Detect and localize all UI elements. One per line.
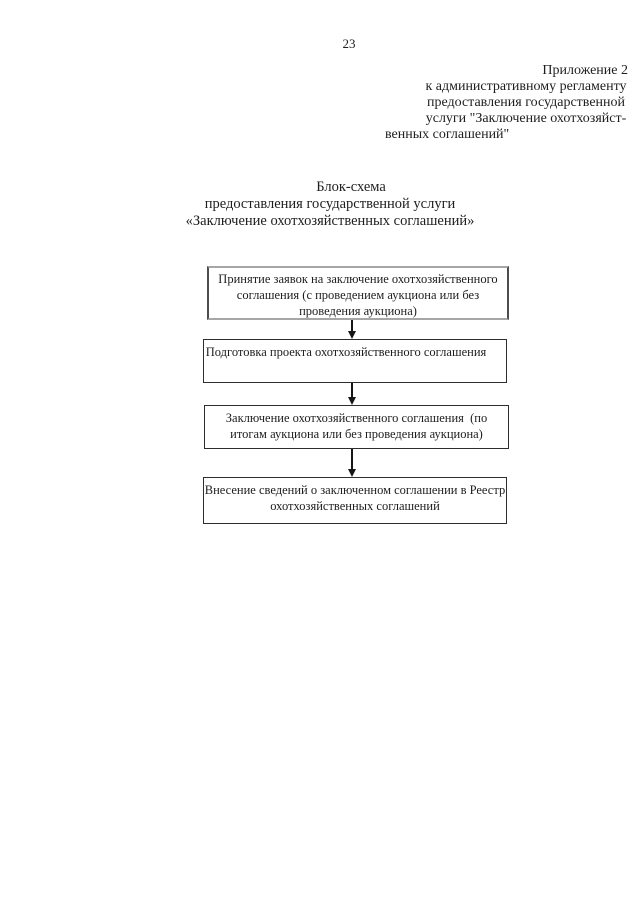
page-number: 23	[342, 36, 356, 51]
step-text-line: Подготовка проекта охотхозяйственного со…	[205, 345, 487, 359]
flowchart-step-draft-agreement: Подготовка проекта охотхозяйственного со…	[203, 339, 507, 383]
step-text-line: проведения аукциона)	[299, 304, 417, 318]
flow-arrow-3	[351, 449, 353, 470]
step-text-line: соглашения (с проведением аукциона или б…	[236, 288, 480, 302]
appendix-line: к административному регламенту	[425, 79, 627, 94]
flowchart-step-accept-applications: Принятие заявок на заключение охотхозяйс…	[207, 266, 509, 320]
flowchart-step-conclude-agreement: Заключение охотхозяйственного соглашения…	[204, 405, 509, 449]
flowchart-step-register-agreement: Внесение сведений о заключенном соглашен…	[203, 477, 507, 524]
appendix-block: Приложение 2 к административному регламе…	[378, 63, 630, 143]
step-text-line: итогам аукциона или без проведения аукци…	[230, 427, 483, 441]
arrow-down-icon	[347, 397, 356, 405]
title-line: «Заключение охотхозяйственных соглашений…	[185, 213, 475, 229]
flow-arrow-2	[351, 383, 353, 398]
arrow-down-icon	[347, 469, 356, 477]
appendix-line: венных соглашений"	[385, 127, 510, 142]
step-text-line: Внесение сведений о заключенном соглашен…	[204, 483, 506, 497]
step-text-line: Принятие заявок на заключение охотхозяйс…	[218, 272, 498, 286]
title-line: Блок-схема	[316, 179, 386, 195]
step-text-line: Заключение охотхозяйственного соглашения…	[225, 411, 488, 425]
appendix-line: предоставления государственной	[426, 95, 626, 110]
appendix-line: услуги "Заключение охотхозяйст-	[425, 111, 627, 126]
flow-arrow-1	[351, 320, 353, 332]
arrow-down-icon	[347, 331, 356, 339]
title-line: предоставления государственной услуги	[204, 196, 456, 212]
step-text-line: охотхозяйственных соглашений	[270, 499, 440, 513]
page-title: Блок-схема предоставления государственно…	[20, 179, 640, 230]
appendix-line: Приложение 2	[542, 63, 628, 78]
